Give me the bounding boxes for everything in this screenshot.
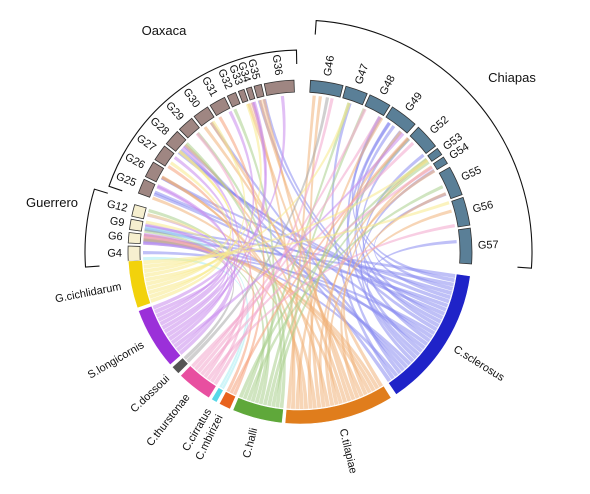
site-arc-g49 [385,106,416,134]
site-arc-g55 [438,166,463,200]
chord-g-cichlidarum-g27 [150,161,232,303]
chord-c-sclerosus-g57 [367,239,457,357]
chord-c-halli-g48 [262,108,366,406]
chord-c-tilapiae-g55 [340,192,447,399]
chord-c-tilapiae-g54 [318,169,436,408]
chord-c-thurstonae-g29 [195,132,252,379]
site-arc-g34 [245,86,256,101]
site-label-g28: G28 [148,115,172,138]
species-arc-c-tilapiae [284,385,392,425]
site-label-g9: G9 [109,215,125,229]
site-arc-g12 [131,204,147,220]
chord-g-cichlidarum-g9 [145,220,224,282]
site-arc-g27 [154,145,175,167]
region-label-guerrero: Guerrero [26,195,78,210]
site-arc-g53 [427,147,443,162]
site-arc-g36 [263,79,295,96]
chord-c-thurstonae-g52 [191,141,415,368]
site-arc-g31 [209,96,231,117]
site-label-g27: G27 [134,132,158,154]
species-arc-c-dossoui [171,357,189,375]
site-label-g26: G26 [123,151,147,172]
chord-c-sclerosus-g28 [179,148,434,339]
site-label-g48: G48 [378,73,398,97]
site-arc-g35 [253,83,265,99]
site-label-g34: G34 [235,60,253,83]
site-arc-g32 [226,92,241,108]
site-arc-g56 [451,196,471,228]
species-label-c-sclerosus: C.sclerosus [451,343,507,384]
site-arc-g46 [309,79,344,98]
site-arc-g30 [193,106,215,127]
site-arc-g25 [137,178,156,198]
site-label-g46: G46 [322,55,337,77]
species-arc-g-cichlidarum [127,259,151,309]
chord-c-sclerosus-g49 [356,122,455,283]
chord-c-dossoui-g6 [143,238,235,360]
chord-c-sclerosus-g49 [355,125,440,328]
chord-c-sclerosus-g30 [209,121,405,372]
region-label-chiapas: Chiapas [488,70,536,85]
chord-c-sclerosus-g55 [373,192,451,300]
site-arc-g29 [178,117,200,139]
species-arc-c-cirratus [211,387,224,403]
site-arc-g26 [144,161,165,183]
chord-c-halli-g47 [242,102,351,400]
species-arc-c-thurstonae [180,365,217,399]
site-arc-g52 [409,126,437,155]
site-arc-g6 [127,232,142,245]
chord-c-tilapiae-g35 [262,98,352,402]
region-bracket-guerrero [84,188,108,268]
site-arc-g57 [457,227,473,265]
chord-s-longicornis-g6 [143,241,225,314]
site-arc-g33 [237,88,249,104]
site-label-g30: G30 [180,86,202,110]
chord-g-cichlidarum-g12 [147,213,225,295]
species-arc-c-mbirizei [218,391,237,410]
chord-g-cichlidarum-g28 [143,149,233,274]
species-label-c-dossoui: C.dossoui [128,373,172,415]
site-label-g56: G56 [471,199,494,216]
site-label-g55: G55 [459,164,483,184]
species-label-s-longicornis: S.longicornis [86,339,147,382]
species-label-c-halli: C.halli [241,427,260,460]
chords-layer [143,95,457,409]
site-arc-g54 [432,156,448,171]
site-arc-g28 [165,130,187,152]
site-label-g12: G12 [106,198,129,215]
region-label-oaxaca: Oaxaca [142,23,188,38]
site-label-g52: G52 [428,114,451,137]
species-arc-c-halli [232,397,284,424]
site-label-g6: G6 [107,230,123,243]
site-label-g47: G47 [353,62,371,86]
site-arc-g47 [342,85,368,106]
species-label-c-tilapiae: C.tilapiae [337,428,359,475]
site-label-g29: G29 [163,100,186,124]
site-label-g31: G31 [199,75,220,99]
site-label-g49: G49 [403,90,425,114]
site-arc-g48 [364,94,391,117]
site-arc-g9 [129,218,144,232]
site-label-g57: G57 [478,239,499,252]
site-arc-g4 [127,245,141,262]
region-bracket-oaxaca [108,49,298,192]
species-arc-s-longicornis [137,305,182,366]
region-bracket-chiapas [314,19,533,269]
chord-s-longicornis-g25 [156,184,230,322]
species-label-g-cichlidarum: G.cichlidarum [54,281,122,306]
chord-c-tilapiae-g34 [250,101,296,409]
species-arc-c-sclerosus [387,273,471,396]
site-label-g35: G35 [245,58,262,81]
site-label-g4: G4 [107,248,122,260]
site-label-g25: G25 [114,170,138,189]
site-label-g36: G36 [270,54,284,76]
chord-c-sclerosus-g54 [360,169,436,363]
arcs-layer [127,79,473,425]
